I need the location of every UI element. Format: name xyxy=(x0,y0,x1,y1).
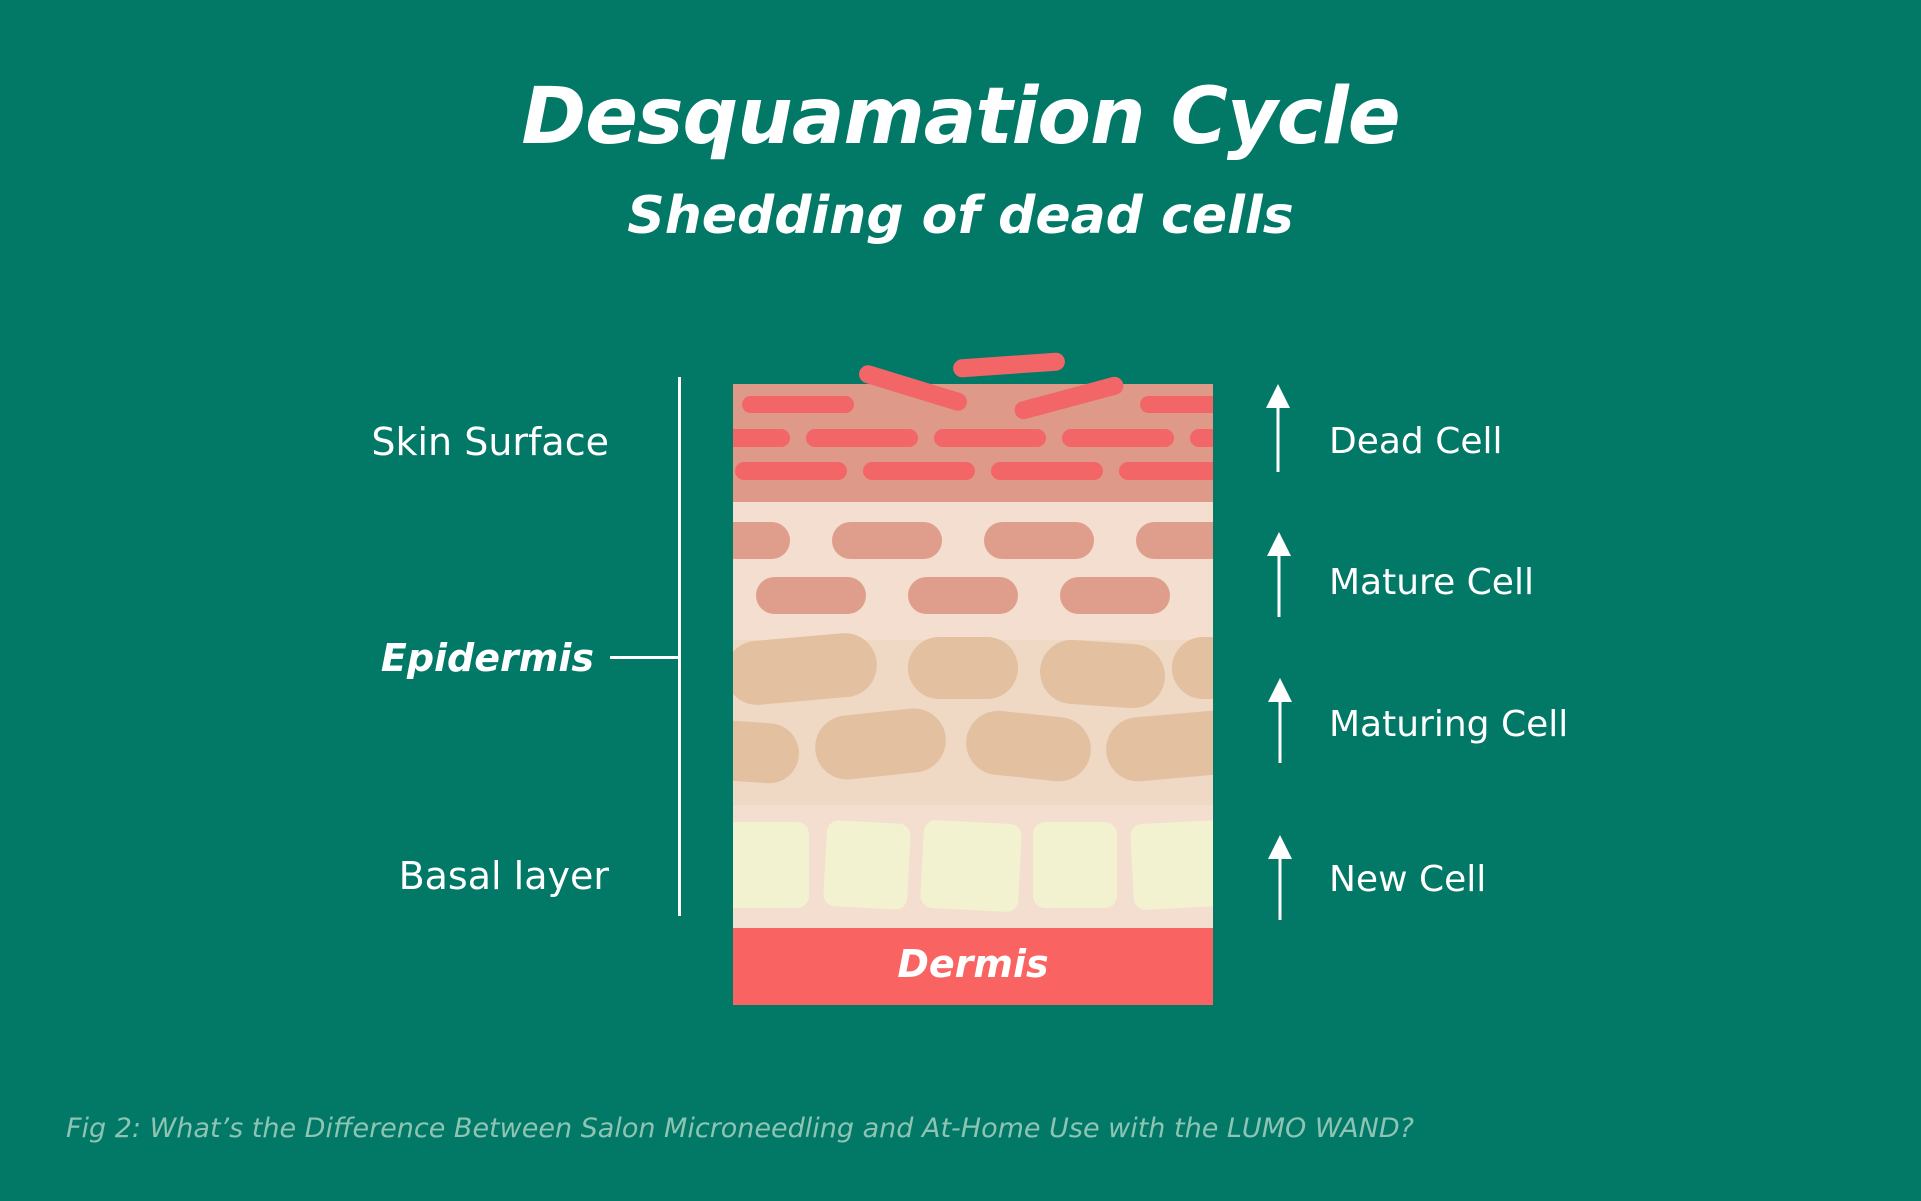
diagram-title: Desquamation Cycle xyxy=(521,72,1400,162)
diagram-subtitle: Shedding of dead cells xyxy=(627,186,1294,246)
skin-surface-label: Skin Surface xyxy=(371,420,609,464)
dead-cell-label: Dead Cell xyxy=(1329,421,1503,462)
shedding-dead-cells xyxy=(859,352,1124,420)
dead-cells-row-2 xyxy=(733,429,1213,447)
dermis-band xyxy=(733,928,1213,1005)
skin-cross-section xyxy=(733,352,1213,1005)
epidermis-bracket-tick xyxy=(610,656,680,659)
arrow-mature-cell xyxy=(1267,532,1291,617)
maturing-cell-label: Maturing Cell xyxy=(1329,704,1569,745)
arrow-maturing-cell xyxy=(1268,678,1292,763)
dermis-label: Dermis xyxy=(897,942,1049,986)
epidermis-label: Epidermis xyxy=(380,636,594,680)
mature-cell-label: Mature Cell xyxy=(1329,562,1534,603)
dead-cells-row-1 xyxy=(742,396,1213,413)
arrow-new-cell xyxy=(1268,835,1292,920)
figure-caption: Fig 2: What’s the Difference Between Sal… xyxy=(66,1113,1414,1144)
maturation-arrows xyxy=(1266,384,1292,920)
epidermis-bracket xyxy=(678,377,681,916)
dead-cells-row-3 xyxy=(735,462,1213,480)
new-cells xyxy=(733,820,1213,912)
new-cell-label: New Cell xyxy=(1329,859,1487,900)
basal-layer-label: Basal layer xyxy=(398,854,609,898)
maturing-cells xyxy=(733,633,1213,784)
arrow-dead-cell xyxy=(1266,384,1290,472)
mature-cells xyxy=(733,522,1213,614)
